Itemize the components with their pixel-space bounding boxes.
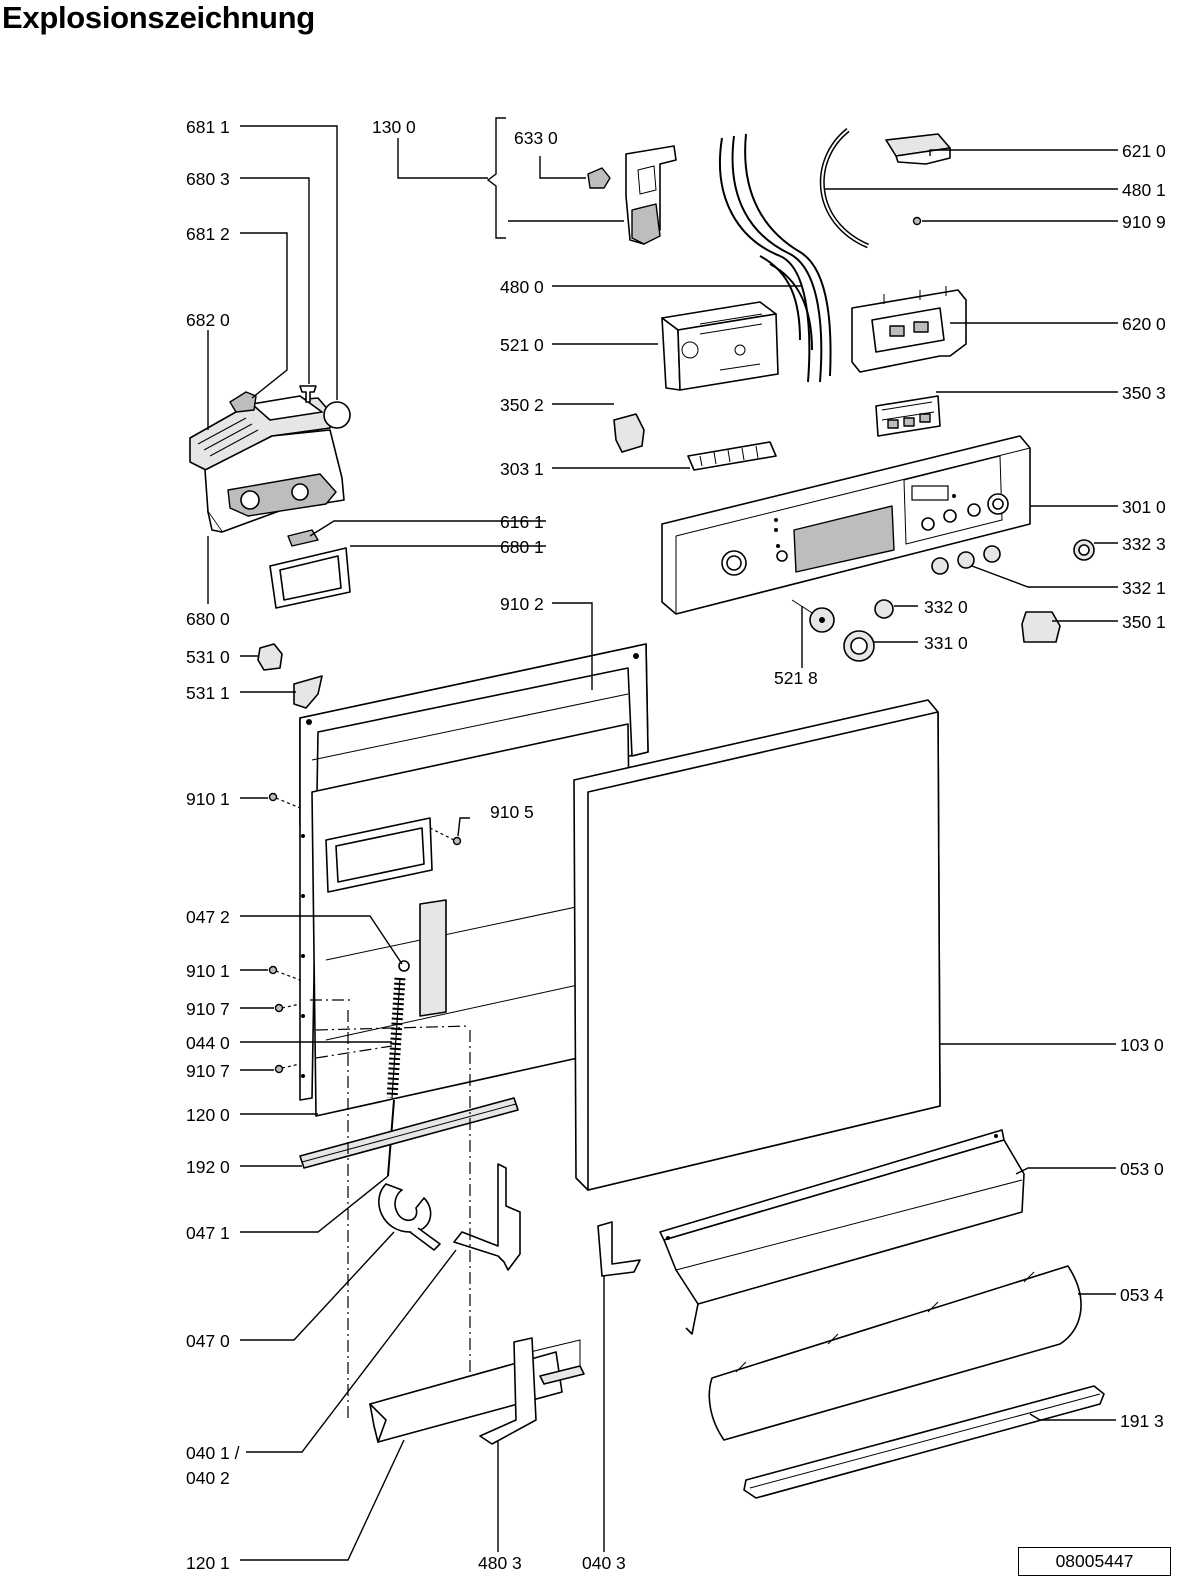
callout-6801: 680 1 bbox=[500, 537, 544, 557]
gasket-part bbox=[269, 547, 351, 609]
curved-cover-part bbox=[708, 1265, 1082, 1441]
callout-3310: 331 0 bbox=[924, 633, 968, 653]
callout-0402: 040 2 bbox=[186, 1468, 230, 1488]
door-lock-part bbox=[625, 145, 677, 245]
callout-3321: 332 1 bbox=[1122, 578, 1166, 598]
callout-1030: 103 0 bbox=[1120, 1035, 1164, 1055]
small-board-part bbox=[613, 413, 645, 453]
callout-6803: 680 3 bbox=[186, 169, 230, 189]
callout-4800: 480 0 bbox=[500, 277, 544, 297]
knob-part-3321b bbox=[957, 551, 975, 569]
knob-part-3321a bbox=[931, 557, 949, 575]
small-housing-part bbox=[1021, 611, 1061, 643]
callout-6812: 681 2 bbox=[186, 224, 230, 244]
bracket-part-5310 bbox=[257, 643, 283, 671]
screw-part-9107b bbox=[274, 1064, 284, 1074]
callout-4803: 480 3 bbox=[478, 1553, 522, 1573]
wire-harness bbox=[718, 133, 832, 383]
callout-3501: 350 1 bbox=[1122, 612, 1166, 632]
callout-3503: 350 3 bbox=[1122, 383, 1166, 403]
callout-6330: 633 0 bbox=[514, 128, 558, 148]
curved-cable bbox=[819, 128, 869, 249]
knob-part-3321c bbox=[983, 545, 1001, 563]
screw-part-9101b bbox=[268, 965, 278, 975]
callout-0530: 053 0 bbox=[1120, 1159, 1164, 1179]
callout-6820: 682 0 bbox=[186, 310, 230, 330]
document-number-box: 08005447 bbox=[1018, 1547, 1171, 1576]
small-bracket-part bbox=[597, 1221, 641, 1277]
screw-part-9107a bbox=[274, 1003, 284, 1013]
callout-9109: 910 9 bbox=[1122, 212, 1166, 232]
latch-part bbox=[229, 391, 257, 413]
callout-3502: 350 2 bbox=[500, 395, 544, 415]
kick-plate-part bbox=[659, 1129, 1025, 1335]
callout-5310: 531 0 bbox=[186, 647, 230, 667]
callout-1201: 120 1 bbox=[186, 1553, 230, 1573]
callout-5218: 521 8 bbox=[774, 668, 818, 688]
cover-part-5311 bbox=[293, 675, 323, 709]
callout-0403: 040 3 bbox=[582, 1553, 626, 1573]
screw-part-9101a bbox=[268, 792, 278, 802]
screw-part-9109 bbox=[912, 216, 922, 226]
screw-part-9105 bbox=[452, 836, 462, 846]
pin-part bbox=[299, 385, 317, 403]
callout-9101a: 910 1 bbox=[186, 789, 230, 809]
callout-6210: 621 0 bbox=[1122, 141, 1166, 161]
callout-0534: 053 4 bbox=[1120, 1285, 1164, 1305]
clip-part bbox=[287, 529, 319, 547]
callout-5210: 521 0 bbox=[500, 335, 544, 355]
callout-5311: 531 1 bbox=[186, 683, 230, 703]
switch-part bbox=[587, 167, 611, 189]
callout-6811: 681 1 bbox=[186, 117, 230, 137]
pulley-bracket-part bbox=[378, 1183, 441, 1251]
callout-9102: 910 2 bbox=[500, 594, 544, 614]
bottom-rail-part bbox=[369, 1339, 585, 1443]
callout-9107a: 910 7 bbox=[186, 999, 230, 1019]
callout-3010: 301 0 bbox=[1122, 497, 1166, 517]
button-strip-part bbox=[687, 441, 777, 471]
connector-module bbox=[885, 133, 951, 165]
module-frame-part bbox=[851, 286, 967, 373]
indicator-board-part bbox=[875, 395, 941, 437]
round-cap-part bbox=[323, 401, 351, 429]
leader-lines bbox=[207, 117, 1118, 1561]
callout-1200: 120 0 bbox=[186, 1105, 230, 1125]
callout-3031: 303 1 bbox=[500, 459, 544, 479]
callout-3320: 332 0 bbox=[924, 597, 968, 617]
callout-0471: 047 1 bbox=[186, 1223, 230, 1243]
callout-4801: 480 1 bbox=[1122, 180, 1166, 200]
potentiometer-part bbox=[791, 599, 835, 633]
knob-part-3320 bbox=[874, 599, 894, 619]
callout-9101b: 910 1 bbox=[186, 961, 230, 981]
callout-0440: 044 0 bbox=[186, 1033, 230, 1053]
screw-holes bbox=[301, 834, 305, 1078]
callout-1300: 130 0 bbox=[372, 117, 416, 137]
callout-labels: 681 1 680 3 681 2 682 0 130 0 633 0 621 … bbox=[186, 117, 1166, 1573]
page-title: Explosionszeichnung bbox=[2, 0, 315, 35]
l-bracket-part bbox=[453, 1163, 521, 1271]
dispenser-assembly bbox=[189, 395, 345, 533]
alignment-lines bbox=[310, 999, 471, 1420]
outer-door-panel bbox=[573, 699, 941, 1191]
callout-0470: 047 0 bbox=[186, 1331, 230, 1351]
callout-0472: 047 2 bbox=[186, 907, 230, 927]
callout-1913: 191 3 bbox=[1120, 1411, 1164, 1431]
bottom-strip-part bbox=[299, 1097, 519, 1169]
control-panel-part bbox=[661, 435, 1031, 615]
callout-1920: 192 0 bbox=[186, 1157, 230, 1177]
bottom-trim-part bbox=[743, 1385, 1105, 1499]
callout-3323: 332 3 bbox=[1122, 534, 1166, 554]
electronic-control-part bbox=[661, 301, 779, 391]
callout-6200: 620 0 bbox=[1122, 314, 1166, 334]
document-number: 08005447 bbox=[1055, 1551, 1134, 1571]
foot-bracket-part bbox=[479, 1337, 537, 1445]
callout-6800: 680 0 bbox=[186, 609, 230, 629]
callout-6161: 616 1 bbox=[500, 512, 544, 532]
callout-9105: 910 5 bbox=[490, 802, 534, 822]
callout-0401: 040 1 / bbox=[186, 1443, 240, 1463]
callout-9107b: 910 7 bbox=[186, 1061, 230, 1081]
